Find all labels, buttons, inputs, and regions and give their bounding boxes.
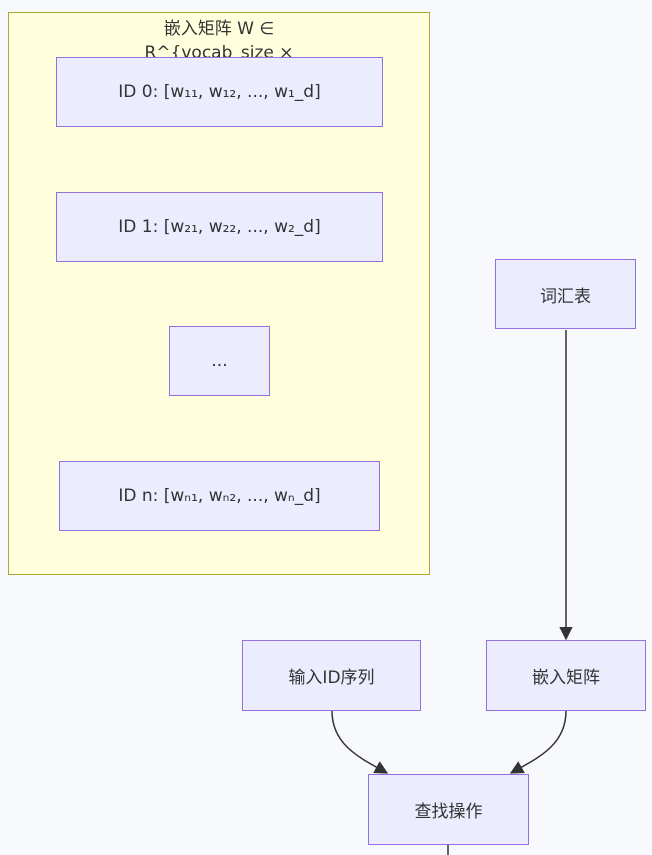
matrix-row-id-0[interactable]: ID 0: [w₁₁, w₁₂, ..., w₁_d] [56, 57, 383, 127]
edge-embedding-to-lookup [509, 710, 567, 774]
lookup-node[interactable]: 查找操作 [368, 774, 529, 845]
vocab-node[interactable]: 词汇表 [495, 259, 636, 329]
matrix-row-id-n[interactable]: ID n: [wₙ₁, wₙ₂, ..., wₙ_d] [59, 461, 380, 531]
matrix-row-ellipsis[interactable]: ... [169, 326, 270, 396]
input-ids-node[interactable]: 输入ID序列 [242, 640, 421, 711]
matrix-row-id-1[interactable]: ID 1: [w₂₁, w₂₂, ..., w₂_d] [56, 192, 383, 262]
edge-input-to-lookup [331, 710, 389, 774]
embedding-matrix-node[interactable]: 嵌入矩阵 [486, 640, 646, 711]
